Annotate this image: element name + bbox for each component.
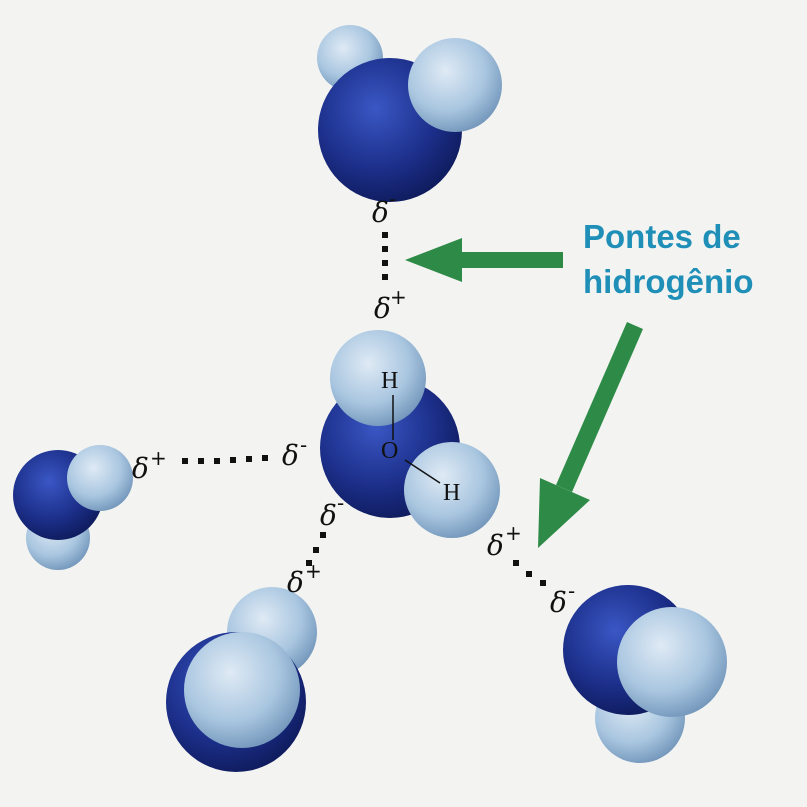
svg-text:+: +: [390, 285, 407, 309]
svg-text:-: -: [337, 491, 344, 515]
water-molecule-bottom-right: [563, 585, 727, 763]
svg-text:δ: δ: [372, 196, 389, 229]
svg-text:+: +: [305, 559, 322, 583]
arrow-to-top-bond: [405, 238, 563, 282]
charge-labels: δ- δ+ δ+ δ- δ- δ+ δ+ δ-: [132, 187, 575, 619]
svg-text:δ: δ: [550, 586, 567, 619]
arrow-to-bottom-right-bond: [538, 322, 643, 548]
water-molecule-top: [317, 25, 502, 202]
label-line-1: Pontes de: [583, 218, 741, 255]
hydrogen-label-top: H: [381, 368, 398, 394]
svg-text:+: +: [150, 446, 167, 470]
hydrogen-bond-dots: [182, 232, 546, 586]
oxygen-label: O: [381, 438, 398, 464]
svg-text:δ: δ: [320, 499, 337, 532]
water-molecule-left: [13, 445, 133, 570]
svg-text:δ: δ: [287, 566, 304, 599]
svg-text:+: +: [505, 521, 522, 545]
svg-text:δ: δ: [487, 529, 504, 562]
svg-text:δ: δ: [282, 439, 299, 472]
label-line-2: hidrogênio: [583, 263, 753, 300]
svg-text:δ: δ: [132, 452, 149, 485]
svg-text:δ: δ: [374, 292, 391, 325]
hydrogen-label-right: H: [443, 480, 460, 506]
svg-text:-: -: [300, 433, 307, 457]
water-molecule-bottom-left: [166, 587, 317, 772]
water-molecule-central: H O H: [320, 330, 500, 538]
svg-text:-: -: [568, 579, 575, 603]
svg-text:-: -: [389, 187, 396, 211]
